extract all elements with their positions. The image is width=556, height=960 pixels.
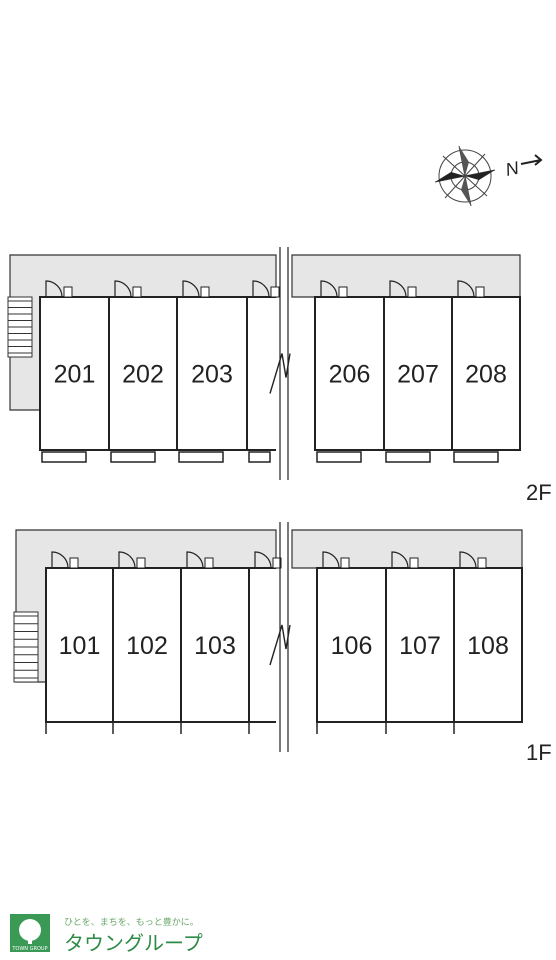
staircase: [7, 296, 33, 358]
floor-2f: 201 202 203 206 207 208: [7, 247, 521, 480]
unit-label-107: 107: [399, 632, 441, 660]
logo-name: タウングループ: [64, 931, 203, 955]
unit-203: 203: [176, 280, 248, 463]
door-icon: [186, 551, 204, 569]
unit-103: 103: [180, 551, 250, 734]
floor-label-1f: 1F: [526, 740, 552, 765]
unit-hidden: [248, 551, 282, 734]
unit-202: 202: [108, 280, 178, 463]
door-icon: [45, 280, 63, 298]
door-icon: [457, 280, 475, 298]
unit-label-108: 108: [467, 632, 509, 660]
staircase: [13, 611, 39, 683]
door-icon: [391, 551, 409, 569]
unit-outline: [39, 296, 110, 451]
unit-201: 201: [39, 280, 110, 463]
door-icon: [320, 280, 338, 298]
unit-outline: [45, 567, 114, 723]
unit-hidden: [246, 280, 280, 463]
balcony: [316, 451, 362, 463]
meter-box: [200, 286, 210, 298]
unit-207: 207: [383, 280, 453, 463]
unit-outline: [246, 296, 276, 451]
meter-box: [409, 557, 419, 569]
break-mask: [281, 615, 287, 675]
balcony: [178, 451, 224, 463]
unit-107: 107: [385, 551, 455, 734]
meter-box: [63, 286, 73, 298]
unit-outline: [112, 567, 182, 723]
meter-box: [136, 557, 146, 569]
meter-box: [340, 557, 350, 569]
unit-outline: [180, 567, 250, 723]
unit-label-201: 201: [54, 361, 96, 389]
corridor-right: [291, 254, 521, 298]
floor-label-2f: 2F: [526, 480, 552, 505]
meter-box: [132, 286, 142, 298]
door-icon: [459, 551, 477, 569]
break-zigzag: [269, 624, 291, 666]
unit-label-207: 207: [397, 361, 439, 389]
door-icon: [114, 280, 132, 298]
unit-label-208: 208: [465, 361, 507, 389]
door-icon: [322, 551, 340, 569]
meter-box: [204, 557, 214, 569]
door-icon: [118, 551, 136, 569]
logo-tagline: ひとを、まちを、もっと豊かに。: [64, 916, 199, 928]
logo-mark-text: TOWN GROUP: [11, 946, 47, 952]
plan-break: [269, 247, 291, 480]
unit-206: 206: [314, 280, 385, 463]
unit-label-202: 202: [122, 361, 164, 389]
company-logo: TOWN GROUP ひとを、まちを、もっと豊かに。 タウングループ: [10, 914, 203, 955]
unit-outline: [453, 567, 523, 723]
unit-label-106: 106: [331, 632, 373, 660]
meter-box: [272, 557, 282, 569]
door-icon: [51, 551, 69, 569]
unit-outline: [248, 567, 276, 723]
balcony: [248, 451, 271, 463]
unit-outline: [451, 296, 521, 451]
plan-break: [269, 522, 291, 752]
meter-box: [69, 557, 79, 569]
compass-icon: N: [434, 145, 543, 207]
break-zigzag: [269, 353, 291, 394]
meter-box: [407, 286, 417, 298]
door-icon: [389, 280, 407, 298]
unit-101: 101: [45, 551, 114, 734]
unit-label-203: 203: [191, 361, 233, 389]
balcony: [110, 451, 156, 463]
unit-label-101: 101: [59, 632, 101, 660]
unit-108: 108: [453, 551, 523, 734]
unit-label-102: 102: [126, 632, 168, 660]
balcony: [41, 451, 87, 463]
meter-box: [475, 286, 485, 298]
door-icon: [254, 551, 272, 569]
unit-label-206: 206: [329, 361, 371, 389]
door-icon: [252, 280, 270, 298]
balcony: [385, 451, 431, 463]
door-icon: [182, 280, 200, 298]
meter-box: [338, 286, 348, 298]
unit-outline: [176, 296, 248, 451]
unit-label-103: 103: [194, 632, 236, 660]
unit-outline: [108, 296, 178, 451]
floor-1f: 101 102 103 106 107 108: [13, 522, 523, 752]
unit-outline: [385, 567, 455, 723]
meter-box: [270, 286, 280, 298]
unit-outline: [314, 296, 385, 451]
unit-106: 106: [316, 551, 387, 734]
unit-208: 208: [451, 280, 521, 463]
compass-north-label: N: [504, 157, 522, 179]
break-mask: [281, 343, 287, 404]
meter-box: [477, 557, 487, 569]
balcony: [453, 451, 499, 463]
unit-outline: [383, 296, 453, 451]
unit-102: 102: [112, 551, 182, 734]
